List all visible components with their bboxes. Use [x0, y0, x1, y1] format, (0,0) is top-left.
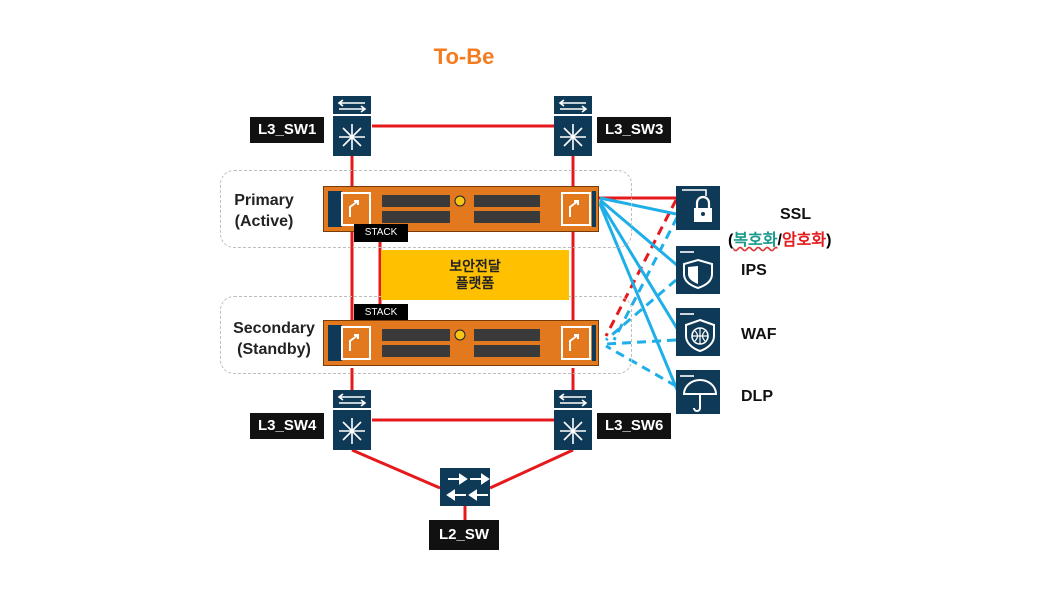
- page-title: To-Be: [433, 44, 495, 69]
- ssl-paren-open: (: [728, 232, 734, 249]
- stack-badge: STACK: [354, 304, 408, 322]
- link-sw4-l2: [351, 448, 441, 490]
- stack-badge: STACK: [354, 224, 408, 242]
- ips-label: IPS: [741, 262, 767, 279]
- return-dashed-links: [605, 278, 677, 388]
- link-sw6-l2: [489, 448, 574, 490]
- service-links: [598, 196, 680, 393]
- dlp-label: DLP: [741, 388, 773, 405]
- l3-switch-icon[interactable]: [333, 96, 371, 156]
- ips-to-secondary: [605, 278, 677, 342]
- waf-label: WAF: [741, 326, 777, 343]
- umbrella-icon[interactable]: [676, 370, 720, 414]
- ssl-subtitle: (복호화/암호화): [728, 226, 831, 250]
- primary-to-dlp: [598, 203, 680, 393]
- lock-icon[interactable]: [676, 186, 720, 230]
- ssl-slash: /: [777, 232, 782, 249]
- waf-to-secondary: [605, 338, 677, 346]
- l2-sw-label: L2_SW: [429, 520, 500, 550]
- primary-zone: [220, 170, 632, 248]
- l3-sw4-label: L3_SW4: [250, 413, 325, 439]
- primary-to-waf: [598, 201, 680, 331]
- globe-shield-icon[interactable]: [676, 308, 720, 356]
- l3-switch-icon[interactable]: [333, 390, 371, 450]
- l3-sw6-label: L3_SW6: [597, 413, 672, 439]
- ssl-paren-close: ): [826, 232, 832, 249]
- secondary-zone-label: Secondary(Standby): [233, 320, 315, 358]
- primary-to-ssl: [599, 196, 677, 216]
- shield-icon[interactable]: [676, 246, 720, 294]
- l3-sw3-label: L3_SW3: [597, 117, 672, 143]
- l3-switch-icon[interactable]: [554, 96, 592, 156]
- primary-zone-label: Primary(Active): [234, 192, 294, 230]
- ssl-encrypt: 암호화: [781, 232, 827, 249]
- l3-sw1-label: L3_SW1: [250, 117, 325, 143]
- primary-to-ips: [599, 198, 679, 268]
- ssl-label: SSL: [780, 206, 812, 223]
- ssl-decrypt: 복호화: [733, 232, 778, 249]
- l2-switch-icon[interactable]: [440, 468, 490, 506]
- dlp-to-secondary: [605, 344, 677, 388]
- l3-switch-icon[interactable]: [554, 390, 592, 450]
- ssl-dashed-blue-1: [612, 203, 686, 341]
- secondary-appliance[interactable]: [323, 320, 599, 366]
